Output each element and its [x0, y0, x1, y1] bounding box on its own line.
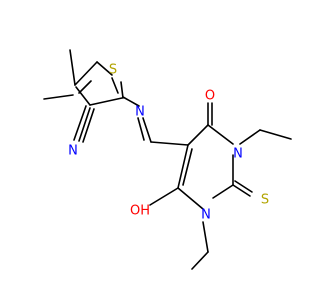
bond	[149, 187, 179, 206]
bonds	[43, 49, 292, 270]
bond	[239, 129, 261, 145]
bond	[89, 97, 123, 106]
bond	[232, 184, 251, 197]
bond	[187, 124, 209, 146]
molecule-diagram: S N N O N S N OH	[43, 49, 292, 270]
hydroxyl-group: OH	[130, 204, 150, 219]
bond	[78, 80, 92, 94]
bond	[137, 117, 145, 141]
bond	[122, 96, 140, 107]
bond	[73, 105, 87, 141]
imine-nitrogen-atom: N	[135, 105, 145, 120]
bond	[120, 81, 124, 99]
bond	[212, 184, 234, 199]
bond	[234, 180, 253, 193]
bond	[111, 77, 119, 94]
thione-sulfur-atom: S	[261, 193, 269, 208]
nitrile-nitrogen-atom: N	[68, 144, 78, 159]
bond	[78, 107, 91, 142]
bond	[259, 129, 292, 140]
bond	[150, 141, 189, 146]
bond	[82, 108, 95, 143]
bond	[177, 187, 204, 210]
bond	[96, 61, 113, 76]
bond	[75, 86, 91, 106]
bond	[43, 94, 74, 100]
carbonyl-oxygen-atom: O	[205, 89, 215, 104]
sulfur-atom-thiophene: S	[109, 63, 117, 78]
bond	[191, 251, 209, 270]
bond	[177, 144, 189, 189]
bond	[142, 117, 152, 143]
structure-drawing: S N N O N S N OH	[43, 49, 292, 270]
bond	[207, 124, 234, 145]
ring-nitrogen-atom-upper: N	[233, 147, 243, 162]
ring-nitrogen-atom-lower: N	[201, 208, 211, 223]
bond	[69, 49, 76, 86]
bond	[182, 148, 193, 186]
bond	[202, 221, 209, 253]
bond	[74, 61, 98, 86]
atom-labels: S N N O N S N OH	[68, 63, 269, 223]
